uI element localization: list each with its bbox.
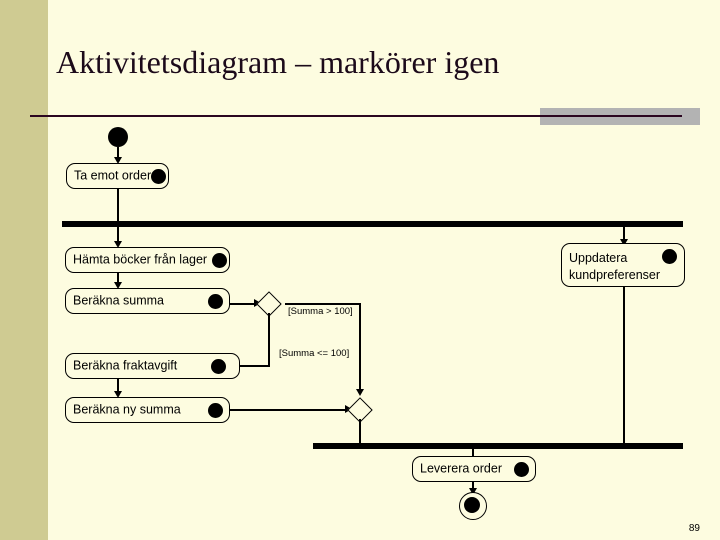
activity-berakna-fraktavgift[interactable]: Beräkna fraktavgift bbox=[65, 353, 240, 379]
arrowhead-icon bbox=[114, 391, 122, 398]
activity-leverera-order[interactable]: Leverera order bbox=[412, 456, 536, 482]
token-marker-icon bbox=[662, 249, 677, 264]
activity-label: Beräkna fraktavgift bbox=[73, 358, 178, 373]
edge-hamta-to-berakna-summa bbox=[117, 273, 119, 284]
edge-start-to-ta-emot-order bbox=[117, 147, 119, 160]
final-node bbox=[459, 492, 487, 520]
activity-ta-emot-order[interactable]: Ta emot order bbox=[66, 163, 169, 189]
edge-guard-under-100-vertical bbox=[268, 313, 270, 367]
arrowhead-icon bbox=[114, 241, 122, 248]
title-rule-line bbox=[30, 115, 682, 117]
edge-guard-over-100-vertical bbox=[359, 303, 361, 393]
edge-ny-summa-to-merge bbox=[230, 409, 350, 411]
activity-label: Ta emot order bbox=[74, 168, 152, 183]
edge-leverera-to-final bbox=[472, 482, 474, 492]
edge-ta-emot-order-to-fork bbox=[117, 189, 119, 223]
token-marker-icon bbox=[212, 253, 227, 268]
join-bar bbox=[313, 443, 683, 449]
edge-join-to-leverera-order bbox=[472, 449, 474, 461]
activity-label: Beräkna ny summa bbox=[73, 402, 181, 417]
guard-label-under-100: [Summa <= 100] bbox=[279, 348, 350, 359]
arrowhead-icon bbox=[469, 488, 477, 495]
activity-label: Leverera order bbox=[420, 461, 502, 476]
edge-fork-to-uppdatera bbox=[623, 227, 625, 243]
token-marker-icon bbox=[211, 359, 226, 374]
guard-label-over-100: [Summa > 100] bbox=[288, 306, 353, 317]
edge-guard-under-100-horizontal bbox=[236, 365, 270, 367]
page-number: 89 bbox=[688, 523, 700, 534]
side-decoration-band bbox=[0, 0, 48, 540]
token-marker-icon bbox=[514, 462, 529, 477]
arrowhead-icon bbox=[620, 239, 628, 246]
token-marker-icon bbox=[208, 403, 223, 418]
edge-merge-to-join bbox=[359, 419, 361, 445]
edge-berakna-summa-to-decision bbox=[230, 303, 258, 305]
initial-node bbox=[108, 127, 128, 147]
fork-bar bbox=[62, 221, 683, 227]
activity-uppdatera-kundpreferenser[interactable]: Uppdatera kundpreferenser bbox=[561, 243, 685, 287]
page-title: Aktivitetsdiagram – markörer igen bbox=[56, 44, 500, 80]
edge-fraktavgift-to-ny-summa bbox=[117, 379, 119, 393]
activity-hamta-bocker[interactable]: Hämta böcker från lager bbox=[65, 247, 230, 273]
activity-berakna-summa[interactable]: Beräkna summa bbox=[65, 288, 230, 314]
arrowhead-icon bbox=[114, 282, 122, 289]
edge-uppdatera-to-join bbox=[623, 287, 625, 445]
activity-label: Hämta böcker från lager bbox=[73, 252, 208, 267]
edge-fork-to-hamta-bocker bbox=[117, 227, 119, 244]
edge-guard-over-100-horizontal bbox=[285, 303, 361, 305]
activity-label-line2: kundpreferenser bbox=[569, 268, 661, 282]
arrowhead-icon bbox=[356, 389, 364, 396]
token-marker-icon bbox=[208, 294, 223, 309]
activity-label-line1: Uppdatera bbox=[569, 251, 628, 265]
activity-berakna-ny-summa[interactable]: Beräkna ny summa bbox=[65, 397, 230, 423]
activity-label: Beräkna summa bbox=[73, 293, 165, 308]
arrowhead-icon bbox=[114, 157, 122, 164]
token-marker-icon bbox=[151, 169, 166, 184]
